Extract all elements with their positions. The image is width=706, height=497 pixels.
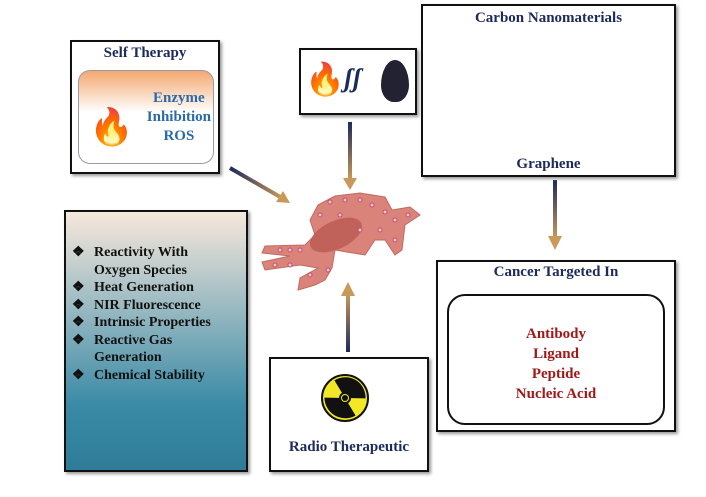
target-item: Ligand (533, 346, 579, 362)
target-item: Peptide (531, 366, 581, 382)
fire-icon: 🔥 (89, 107, 134, 147)
self-therapy-title: Self Therapy (103, 45, 187, 61)
black-flame-icon (381, 60, 409, 102)
cancer-targets-panel: Antibody Ligand Peptide Nucleic Acid (447, 294, 665, 425)
radiation-icon (321, 374, 369, 422)
arrow-flame-to-cell (343, 122, 357, 190)
carbon-nanomaterials-box: Carbon Nanomaterials Graphene (421, 4, 676, 177)
target-item: Antibody (525, 326, 587, 342)
property-item: ❖Reactive Gas Generation (72, 332, 173, 366)
properties-list: ❖Reactivity With Oxygen Species ❖Heat Ge… (72, 244, 224, 384)
carbon-title: Carbon Nanomaterials (474, 10, 623, 26)
radio-label: Radio Therapeutic (288, 439, 410, 455)
wave-icon: ʃʃ (344, 64, 362, 93)
self-therapy-item: Inhibition (146, 109, 211, 125)
self-therapy-box: Self Therapy 🔥 Enzyme Inhibition ROS (70, 40, 220, 174)
graphene-caption: Graphene (516, 156, 581, 172)
self-therapy-item: Enzyme (153, 90, 205, 106)
property-item: ❖NIR Fluorescence (72, 297, 201, 313)
cancer-title: Cancer Targeted In (493, 264, 619, 280)
radio-therapeutic-box: Radio Therapeutic (269, 357, 429, 472)
self-therapy-inner-panel: 🔥 Enzyme Inhibition ROS (78, 70, 214, 164)
self-therapy-item: ROS (163, 128, 195, 144)
cancer-cell-illustration (261, 192, 421, 291)
fire-icon: 🔥 (305, 61, 345, 97)
property-item: ❖Chemical Stability (72, 367, 205, 383)
property-item: ❖Intrinsic Properties (72, 315, 211, 330)
property-item: ❖Reactivity With Oxygen Species (72, 245, 188, 278)
property-item: ❖Heat Generation (72, 280, 194, 295)
target-item: Nucleic Acid (515, 386, 597, 402)
photothermal-box: 🔥 ʃʃ (299, 48, 417, 115)
arrow-graphene-to-cancer (548, 180, 562, 250)
cancer-targeted-box: Cancer Targeted In Antibody Ligand Pepti… (436, 260, 676, 432)
arrow-self-therapy-to-cell (229, 166, 290, 203)
arrow-radio-to-cell (341, 282, 355, 352)
properties-box: ❖Reactivity With Oxygen Species ❖Heat Ge… (64, 210, 248, 472)
